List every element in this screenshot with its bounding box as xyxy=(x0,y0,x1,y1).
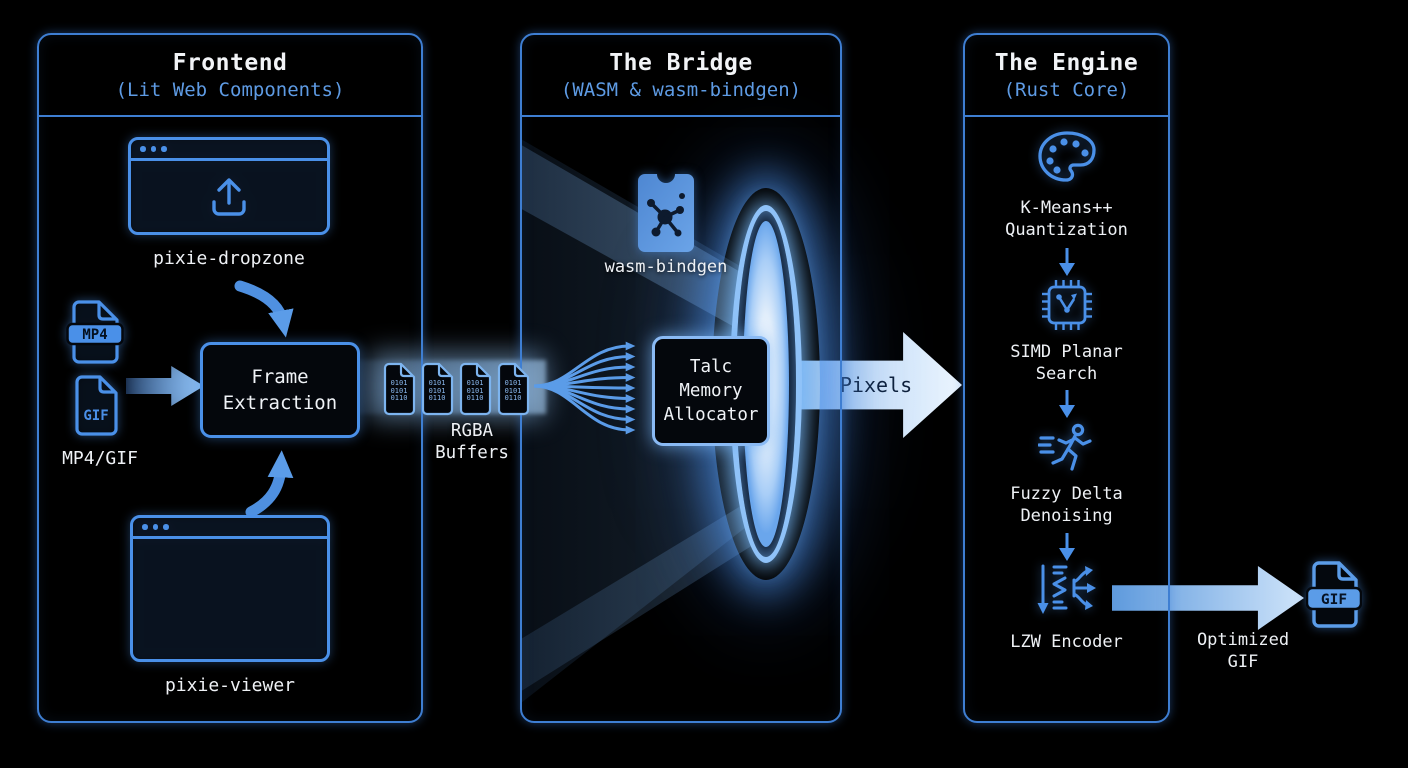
wasm-bindgen-label: wasm-bindgen xyxy=(604,257,728,277)
rgba-buffers-label: RGBA Buffers xyxy=(435,421,509,463)
pixels-arrow-label: Pixels xyxy=(839,373,913,397)
rgba-buffer-file-icon xyxy=(419,362,455,420)
panel-frontend-header: Frontend (Lit Web Components) xyxy=(39,35,421,117)
down-arrow-icon xyxy=(1056,248,1078,280)
palette-icon xyxy=(1037,130,1097,188)
output-gif-badge: GIF xyxy=(1321,592,1347,608)
pixie-viewer-window xyxy=(130,515,330,662)
down-arrow-icon xyxy=(1056,533,1078,565)
panel-bridge-title: The Bridge xyxy=(609,49,753,76)
step-label-lzw: LZW Encoder xyxy=(1010,632,1123,652)
panel-engine-header: The Engine (Rust Core) xyxy=(965,35,1168,117)
buffer-binary-text: 0101 0101 0110 xyxy=(466,379,484,402)
buffer-fan-arrows xyxy=(533,341,636,435)
window-titlebar xyxy=(131,140,327,161)
panel-frontend-title: Frontend xyxy=(172,49,288,76)
mp4-badge: MP4 xyxy=(82,327,107,343)
down-arrow-icon xyxy=(1056,390,1078,422)
pixie-dropzone-window xyxy=(128,137,330,235)
window-titlebar xyxy=(133,518,327,539)
step-label-simd: SIMD Planar Search xyxy=(1010,342,1123,384)
step-label-kmeans: K-Means++ Quantization xyxy=(1005,198,1128,240)
panel-engine: The Engine (Rust Core) xyxy=(963,33,1170,723)
rgba-buffer-file-icon xyxy=(495,362,531,420)
window-dot-icon xyxy=(150,146,156,152)
window-dot-icon xyxy=(140,146,146,152)
buffer-binary-text: 0101 0101 0110 xyxy=(504,379,522,402)
window-dot-icon xyxy=(163,524,169,530)
panel-bridge-subtitle: (WASM & wasm-bindgen) xyxy=(560,78,802,101)
runner-icon xyxy=(1037,421,1096,479)
panel-bridge-header: The Bridge (WASM & wasm-bindgen) xyxy=(522,35,840,117)
mp4-file-icon: MP4 xyxy=(66,299,124,369)
step-label-fuzzy: Fuzzy Delta Denoising xyxy=(1010,484,1123,526)
panel-engine-title: The Engine xyxy=(994,49,1139,76)
pixie-viewer-label: pixie-viewer xyxy=(164,675,296,696)
rgba-buffer-file-icon xyxy=(457,362,493,420)
wasm-bindgen-icon xyxy=(634,172,698,258)
panel-frontend-subtitle: (Lit Web Components) xyxy=(115,78,345,101)
window-dot-icon xyxy=(142,524,148,530)
panel-engine-subtitle: (Rust Core) xyxy=(1003,78,1130,101)
window-dot-icon xyxy=(152,524,158,530)
talc-memory-allocator-box: Talc Memory Allocator xyxy=(652,336,770,446)
buffer-binary-text: 0101 0101 0110 xyxy=(428,379,446,402)
viewer-to-frame-arrow xyxy=(245,450,294,518)
dropzone-to-frame-arrow xyxy=(234,280,294,338)
panel-bridge: The Bridge (WASM & wasm-bindgen) xyxy=(520,33,842,723)
optimized-gif-file-icon: GIF xyxy=(1305,560,1363,634)
optimized-gif-label: Optimized GIF xyxy=(1196,630,1290,672)
input-format-label: MP4/GIF xyxy=(62,448,138,469)
lzw-icon xyxy=(1036,562,1098,622)
gif-badge: GIF xyxy=(83,408,108,424)
pixie-dropzone-label: pixie-dropzone xyxy=(153,248,305,269)
window-dot-icon xyxy=(161,146,167,152)
buffer-binary-text: 0101 0101 0110 xyxy=(390,379,408,402)
upload-icon xyxy=(212,177,246,216)
rgba-buffer-file-icon xyxy=(381,362,417,420)
frame-extraction-box: Frame Extraction xyxy=(200,342,360,438)
chip-icon xyxy=(1040,278,1094,336)
gif-file-icon: GIF xyxy=(70,374,122,442)
